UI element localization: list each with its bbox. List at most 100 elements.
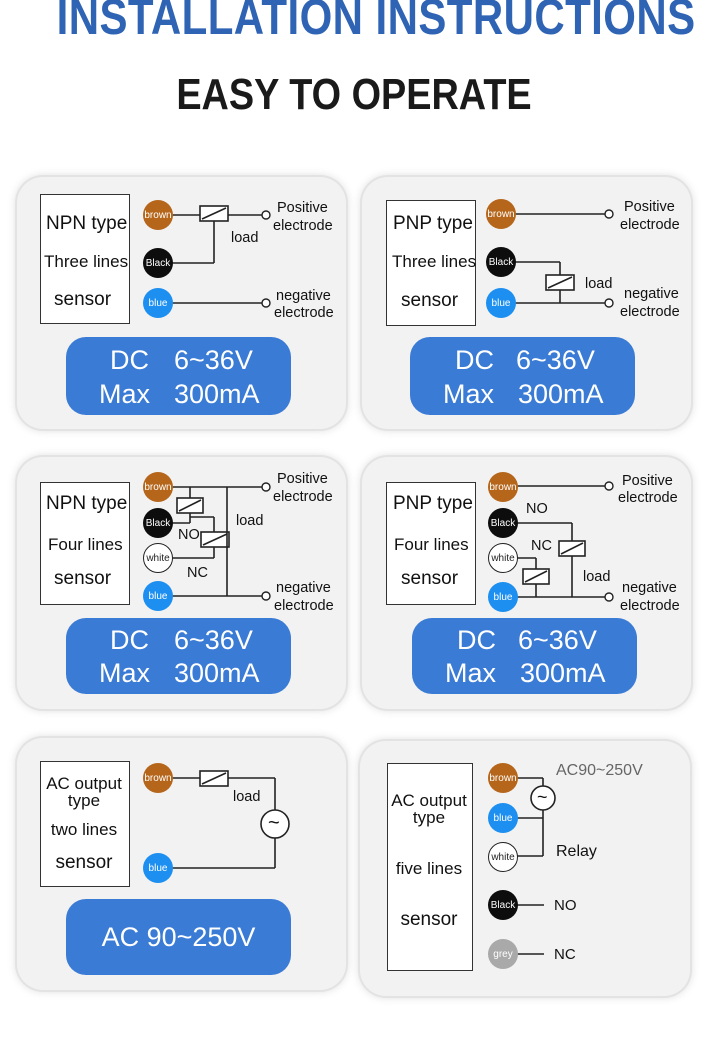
- pnp4-spec-dc: DC: [457, 625, 496, 655]
- page-subtitle: EASY TO OPERATE: [176, 70, 532, 119]
- npn4-positive-label: Positive: [277, 471, 328, 487]
- npn4-spec-dc: DC: [110, 625, 149, 655]
- npn4-sensor-box: [40, 482, 130, 605]
- ac5-nc-label: NC: [554, 946, 576, 963]
- pnp4-positive-electrode: electrode: [618, 490, 678, 506]
- npn4-spec-max: Max: [99, 658, 151, 688]
- npn3-spec-voltage: 6~36V: [174, 345, 253, 375]
- npn3-spec-dc: DC: [110, 345, 149, 375]
- ac2-spec-voltage: AC 90~250V: [101, 922, 256, 952]
- pnp4-load-label: load: [583, 569, 611, 585]
- pnp3-wiring-diagram: [515, 209, 614, 308]
- page-title: INSTALLATION INSTRUCTIONS: [56, 0, 696, 45]
- npn4-no-label: NO: [178, 527, 200, 543]
- ac5-wire-brown: brown: [488, 763, 518, 793]
- ac2-ac-source-symbol: ~: [268, 812, 280, 834]
- npn3-wiring-diagram: [172, 205, 271, 308]
- npn4-spec-current: 300mA: [174, 658, 260, 688]
- pnp3-wire-black: Black: [486, 247, 516, 277]
- npn3-positive-electrode: electrode: [273, 218, 333, 234]
- ac5-sensor-box: [387, 763, 473, 971]
- ac2-spec-panel: AC 90~250V: [66, 899, 291, 975]
- card-npn-three-lines: NPN type Three lines sensor brown Black …: [17, 177, 346, 429]
- pnp4-spec-current: 300mA: [520, 658, 606, 688]
- npn4-negative-label: negative: [276, 580, 331, 596]
- npn4-lines-label: Four lines: [48, 535, 123, 554]
- npn4-wire-white: white: [143, 543, 173, 573]
- ac2-sensor-box: [40, 761, 130, 887]
- ac2-lines-label: two lines: [50, 820, 118, 839]
- pnp4-spec-voltage: 6~36V: [518, 625, 597, 655]
- npn3-lines-label: Three lines: [44, 252, 129, 271]
- ac2-wire-brown: brown: [143, 763, 173, 793]
- ac2-sensor-label: sensor: [55, 852, 113, 873]
- pnp3-sensor-label: sensor: [401, 290, 459, 311]
- ac2-wire-blue: blue: [143, 853, 173, 883]
- pnp4-negative-electrode: electrode: [620, 598, 680, 614]
- pnp4-lines-label: Four lines: [394, 535, 469, 554]
- npn3-wire-blue: blue: [143, 288, 173, 318]
- ac5-wire-white: white: [488, 842, 518, 872]
- npn3-spec-panel: DC 6~36V Max 300mA: [66, 337, 291, 415]
- npn4-wiring-diagram: [172, 482, 271, 601]
- ac2-type-line2: type: [67, 791, 101, 810]
- ac5-wiring-diagram: [516, 777, 556, 955]
- pnp4-wire-black: Black: [488, 508, 518, 538]
- pnp3-spec-max: Max: [443, 379, 495, 409]
- pnp4-positive-label: Positive: [622, 473, 673, 489]
- pnp3-load-label: load: [585, 276, 613, 292]
- npn4-nc-label: NC: [187, 565, 208, 581]
- pnp3-negative-label: negative: [624, 286, 679, 302]
- pnp4-type-label: PNP type: [393, 493, 473, 514]
- npn3-negative-electrode: electrode: [274, 305, 334, 321]
- card-pnp-four-lines: PNP type Four lines sensor brown Black w…: [362, 457, 691, 709]
- ac5-type-line1: AC output: [391, 791, 467, 810]
- pnp4-no-label: NO: [526, 501, 548, 517]
- pnp3-wire-brown: brown: [486, 199, 516, 229]
- npn3-sensor-label: sensor: [54, 289, 112, 310]
- card-npn-four-lines: NPN type Four lines sensor brown Black w…: [17, 457, 346, 709]
- pnp3-spec-dc: DC: [455, 345, 494, 375]
- npn3-type-label: NPN type: [46, 213, 128, 234]
- pnp3-spec-panel: DC 6~36V Max 300mA: [410, 337, 635, 415]
- npn3-wire-black: Black: [143, 248, 173, 278]
- npn3-spec-current: 300mA: [174, 379, 260, 409]
- npn4-wire-blue: blue: [143, 581, 173, 611]
- pnp3-positive-label: Positive: [624, 199, 675, 215]
- npn3-sensor-box: [40, 194, 130, 324]
- pnp4-wire-blue: blue: [488, 582, 518, 612]
- pnp3-spec-voltage: 6~36V: [516, 345, 595, 375]
- pnp3-positive-electrode: electrode: [620, 217, 680, 233]
- pnp4-wire-white: white: [488, 543, 518, 573]
- ac2-wiring-diagram: [172, 770, 290, 869]
- npn4-type-label: NPN type: [46, 493, 128, 514]
- npn4-positive-electrode: electrode: [273, 489, 333, 505]
- ac5-relay-label: Relay: [556, 843, 597, 860]
- pnp4-spec-max: Max: [445, 658, 497, 688]
- ac5-ac-source-symbol: ~: [537, 787, 548, 807]
- pnp4-wiring-diagram: [517, 481, 614, 602]
- npn3-spec-max: Max: [99, 379, 151, 409]
- card-ac-two-lines: ~ AC output type two lines sensor brown …: [17, 738, 346, 990]
- npn4-wire-brown: brown: [143, 472, 173, 502]
- npn3-wire-brown: brown: [143, 200, 173, 230]
- npn4-negative-electrode: electrode: [274, 598, 334, 614]
- ac5-sensor-label: sensor: [400, 909, 458, 930]
- pnp3-wire-blue: blue: [486, 288, 516, 318]
- pnp3-sensor-box: [386, 200, 476, 326]
- pnp4-nc-label: NC: [531, 538, 552, 554]
- pnp4-negative-label: negative: [622, 580, 677, 596]
- ac2-load-label: load: [233, 789, 261, 805]
- ac5-wire-blue: blue: [488, 803, 518, 833]
- npn3-positive-label: Positive: [277, 200, 328, 216]
- npn4-load-label: load: [236, 513, 264, 529]
- pnp4-sensor-box: [386, 482, 476, 605]
- ac5-wire-grey: grey: [488, 939, 518, 969]
- pnp4-spec-panel: DC 6~36V Max 300mA: [412, 618, 637, 694]
- pnp3-negative-electrode: electrode: [620, 304, 680, 320]
- ac5-lines-label: five lines: [395, 859, 463, 878]
- ac5-wire-black: Black: [488, 890, 518, 920]
- npn4-sensor-label: sensor: [54, 568, 112, 589]
- pnp4-wire-brown: brown: [488, 472, 518, 502]
- ac5-voltage-label: AC90~250V: [556, 762, 643, 779]
